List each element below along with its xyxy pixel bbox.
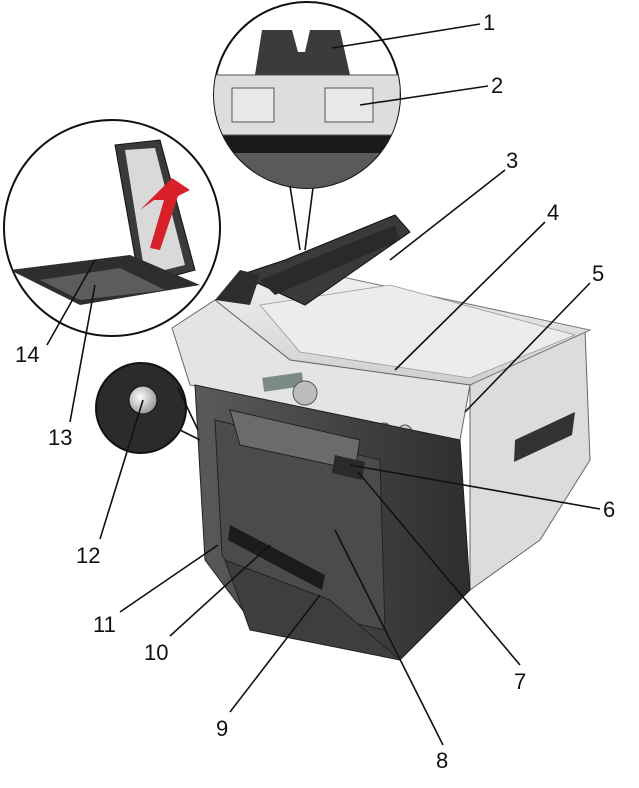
magnified-port-view [95, 362, 201, 454]
navigation-button [292, 380, 318, 406]
leader-3 [389, 169, 506, 261]
callout-labels: 1 2 3 4 5 6 7 8 9 10 11 12 13 14 [15, 10, 615, 773]
callout-5: 5 [592, 261, 604, 286]
leader-1 [331, 23, 481, 49]
leader-12 [99, 399, 144, 540]
leader-4 [394, 221, 546, 371]
magnified-flatbed-view [3, 119, 221, 337]
callout-11: 11 [93, 612, 116, 637]
leader-7 [357, 471, 521, 666]
side-handle [514, 412, 575, 462]
printer-body [171, 214, 592, 661]
leader-2 [359, 85, 489, 106]
leader-9 [229, 594, 321, 713]
adf-paper-guide-left [231, 87, 275, 123]
callout-9: 9 [216, 716, 228, 741]
adf-paper-guide-right [324, 87, 374, 123]
leader-6 [349, 464, 601, 510]
callout-2: 2 [491, 73, 503, 98]
leader-10 [169, 544, 271, 637]
callout-7: 7 [514, 669, 526, 694]
leader-11 [119, 544, 219, 613]
lid-open-arrow [140, 178, 190, 250]
display-screen [262, 372, 304, 392]
leader-14 [46, 259, 96, 346]
callout-8: 8 [436, 748, 448, 773]
callout-1: 1 [483, 10, 495, 35]
callout-13: 13 [48, 425, 72, 450]
callout-6: 6 [603, 497, 615, 522]
callout-3: 3 [506, 148, 518, 173]
scanner-glass-area [259, 284, 577, 379]
manual-feeder [228, 525, 325, 590]
adf-paper-support [255, 30, 350, 75]
callout-14: 14 [15, 342, 39, 367]
leader-13 [69, 284, 96, 423]
leader-8 [334, 529, 444, 746]
callout-10: 10 [144, 640, 168, 665]
magnified-adf-view [213, 1, 401, 251]
adf-paper-guides [260, 225, 400, 295]
paper-stop [332, 455, 365, 480]
callout-12: 12 [76, 543, 100, 568]
leader-lines [46, 23, 601, 746]
adf-cover [215, 270, 260, 305]
callout-4: 4 [547, 200, 559, 225]
leader-5 [464, 282, 591, 413]
